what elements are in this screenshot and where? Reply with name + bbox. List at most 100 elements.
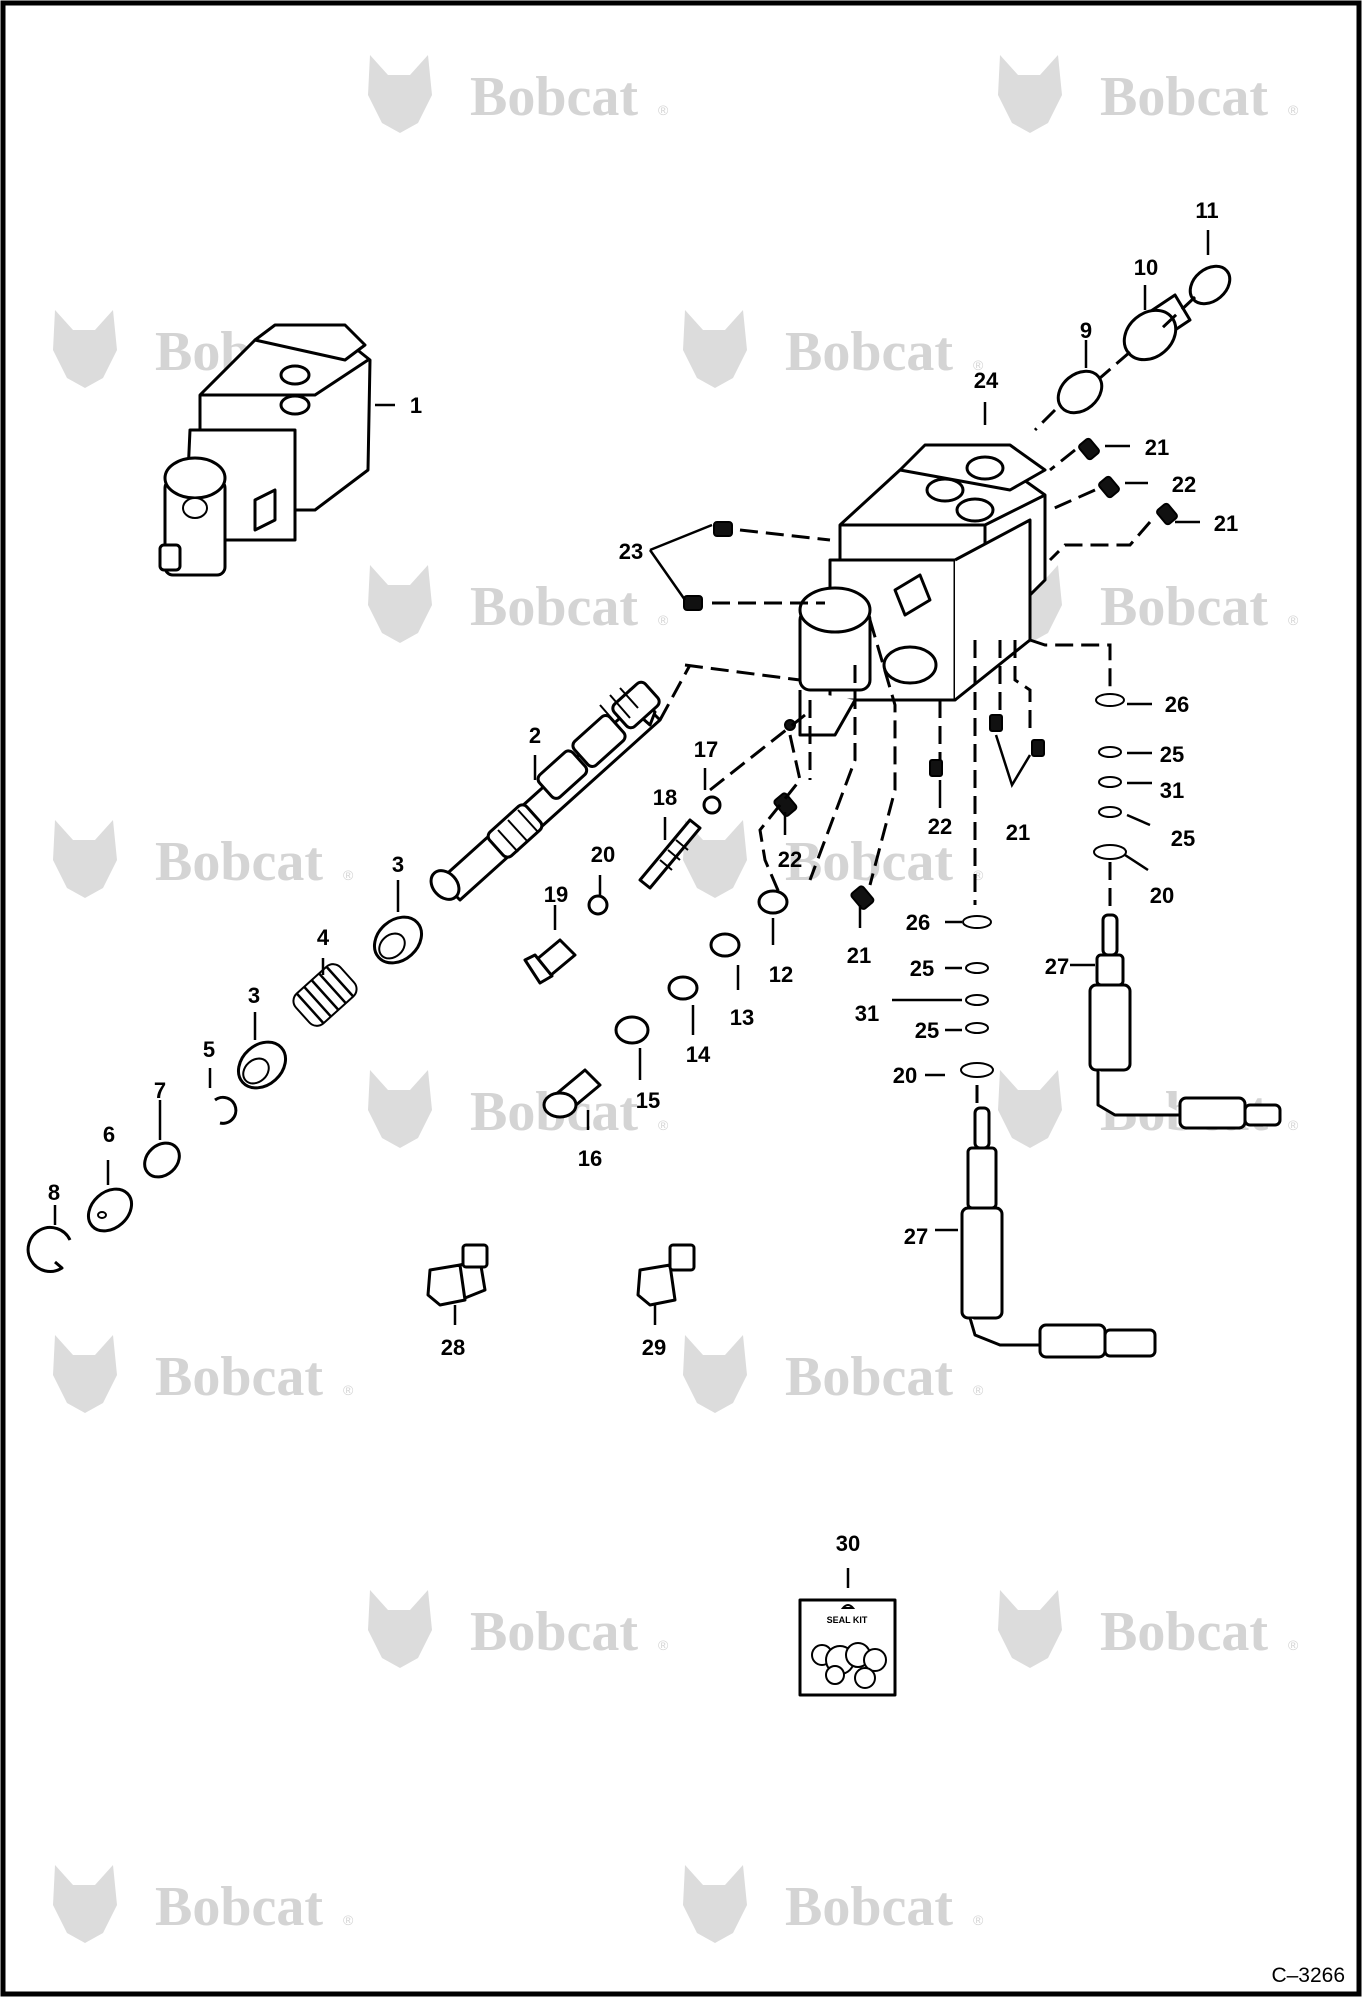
watermark-brand: Bobcat bbox=[785, 321, 953, 383]
sensor-27-lower bbox=[960, 1106, 1157, 1359]
right-seal-stack bbox=[1093, 693, 1127, 860]
callout-30: 30 bbox=[836, 1531, 860, 1556]
callout-3-upper: 3 bbox=[392, 852, 404, 877]
callout-23: 23 bbox=[619, 539, 643, 564]
watermark-registered-mark: ® bbox=[658, 102, 669, 118]
bobcat-logo-icon bbox=[998, 55, 1062, 133]
callout-5: 5 bbox=[203, 1037, 215, 1062]
watermark-brand: Bobcat bbox=[1100, 576, 1268, 638]
callout-4: 4 bbox=[317, 925, 330, 950]
fitting-28 bbox=[426, 1243, 489, 1307]
callout-20-center: 20 bbox=[893, 1063, 917, 1088]
bobcat-watermark: Bobcat ® bbox=[53, 1335, 354, 1413]
bobcat-logo-icon bbox=[53, 820, 117, 898]
watermark-registered-mark: ® bbox=[343, 1912, 354, 1928]
assembly-lines bbox=[658, 295, 1197, 1108]
callout-25-right-a: 25 bbox=[1160, 742, 1184, 767]
watermark-brand: Bobcat bbox=[785, 1876, 953, 1938]
watermark-registered-mark: ® bbox=[973, 1912, 984, 1928]
watermark-registered-mark: ® bbox=[343, 1382, 354, 1398]
bobcat-logo-icon bbox=[53, 1865, 117, 1943]
callout-18: 18 bbox=[653, 785, 677, 810]
callout-21-lower: 21 bbox=[1006, 820, 1030, 845]
callout-31-right: 31 bbox=[1160, 778, 1184, 803]
callout-8: 8 bbox=[48, 1180, 60, 1205]
watermark-brand: Bobcat bbox=[785, 1346, 953, 1408]
callout-22-mid: 22 bbox=[778, 847, 802, 872]
callout-25-center-a: 25 bbox=[910, 956, 934, 981]
spool-small-parts bbox=[26, 915, 424, 1273]
fitting-29 bbox=[636, 1243, 696, 1307]
callout-26-right: 26 bbox=[1165, 692, 1189, 717]
callout-7: 7 bbox=[154, 1078, 166, 1103]
callout-24: 24 bbox=[974, 368, 999, 393]
callout-20-right: 20 bbox=[1150, 883, 1174, 908]
callout-19: 19 bbox=[544, 882, 568, 907]
callout-21-right: 21 bbox=[1214, 511, 1238, 536]
watermark-brand: Bobcat bbox=[470, 1601, 638, 1663]
watermark-registered-mark: ® bbox=[1288, 1637, 1299, 1653]
callout-28: 28 bbox=[441, 1335, 465, 1360]
bobcat-logo-icon bbox=[368, 1590, 432, 1668]
watermark-brand: Bobcat bbox=[155, 1876, 323, 1938]
spool-part bbox=[429, 680, 662, 902]
watermark-registered-mark: ® bbox=[343, 867, 354, 883]
watermark-registered-mark: ® bbox=[973, 867, 984, 883]
watermark-registered-mark: ® bbox=[658, 1117, 669, 1133]
callout-31-center: 31 bbox=[855, 1001, 879, 1026]
bobcat-logo-icon bbox=[368, 55, 432, 133]
callout-9: 9 bbox=[1080, 318, 1092, 343]
bobcat-watermark: Bobcat ® bbox=[53, 820, 354, 898]
seal-kit-part: SEAL KIT bbox=[798, 1598, 897, 1697]
bobcat-watermark: Bobcat ® bbox=[53, 1865, 354, 1943]
bobcat-logo-icon bbox=[998, 1590, 1062, 1668]
callout-2: 2 bbox=[529, 723, 541, 748]
bobcat-logo-icon bbox=[998, 1070, 1062, 1148]
watermark-brand: Bobcat bbox=[155, 831, 323, 893]
watermark-brand: Bobcat bbox=[155, 1346, 323, 1408]
callout-10: 10 bbox=[1134, 255, 1158, 280]
bobcat-watermark: Bobcat® bbox=[683, 1335, 984, 1413]
bobcat-logo-icon bbox=[53, 310, 117, 388]
watermark-registered-mark: ® bbox=[1288, 102, 1299, 118]
callout-20-mid: 20 bbox=[591, 842, 615, 867]
callout-21-top: 21 bbox=[1145, 435, 1169, 460]
bobcat-watermark: Bobcat ® bbox=[368, 1590, 669, 1668]
bobcat-logo-icon bbox=[368, 1070, 432, 1148]
callout-26-center: 26 bbox=[906, 910, 930, 935]
bobcat-watermark: Bobcat® bbox=[998, 1590, 1299, 1668]
valve-body-part bbox=[784, 443, 1047, 737]
callout-27-lower: 27 bbox=[904, 1224, 928, 1249]
bobcat-logo-icon bbox=[683, 1335, 747, 1413]
watermark-registered-mark: ® bbox=[658, 612, 669, 628]
watermark-registered-mark: ® bbox=[658, 1637, 669, 1653]
bobcat-logo-icon bbox=[683, 1865, 747, 1943]
seal-kit-label: SEAL KIT bbox=[827, 1615, 868, 1625]
callout-12: 12 bbox=[769, 962, 793, 987]
bobcat-logo-icon bbox=[683, 820, 747, 898]
callout-27-right: 27 bbox=[1045, 954, 1069, 979]
bobcat-watermark: Bobcat® bbox=[368, 55, 669, 133]
bobcat-logo-icon bbox=[53, 1335, 117, 1413]
watermark-registered-mark: ® bbox=[973, 357, 984, 373]
underside-set-screws bbox=[929, 714, 1045, 777]
callout-1: 1 bbox=[410, 393, 422, 418]
bobcat-watermark: Bobcat ® bbox=[683, 310, 984, 388]
callout-29: 29 bbox=[642, 1335, 666, 1360]
callout-labels: 11 10 9 24 1 21 22 21 23 2 17 18 22 20 1… bbox=[48, 198, 1238, 1556]
watermark-registered-mark: ® bbox=[1288, 1117, 1299, 1133]
watermark-brand: Bobcat bbox=[470, 576, 638, 638]
callout-14: 14 bbox=[686, 1042, 711, 1067]
watermark-layer: Bobcat ® Bobcat ® Bobcat ® Bobcat ® Bobcat ® Bobca… bbox=[53, 55, 1299, 1943]
callout-13: 13 bbox=[730, 1005, 754, 1030]
callout-25-right-b: 25 bbox=[1171, 826, 1195, 851]
figure-number: C–3266 bbox=[1271, 1964, 1345, 1987]
callout-6: 6 bbox=[103, 1122, 115, 1147]
watermark-brand: Bobcat bbox=[1100, 66, 1268, 128]
bobcat-watermark: Bobcat ® bbox=[368, 565, 669, 643]
set-screws-23 bbox=[683, 521, 733, 611]
watermark-registered-mark: ® bbox=[1288, 612, 1299, 628]
bobcat-watermark: Bobcat ® bbox=[683, 1865, 984, 1943]
bobcat-logo-icon bbox=[683, 310, 747, 388]
